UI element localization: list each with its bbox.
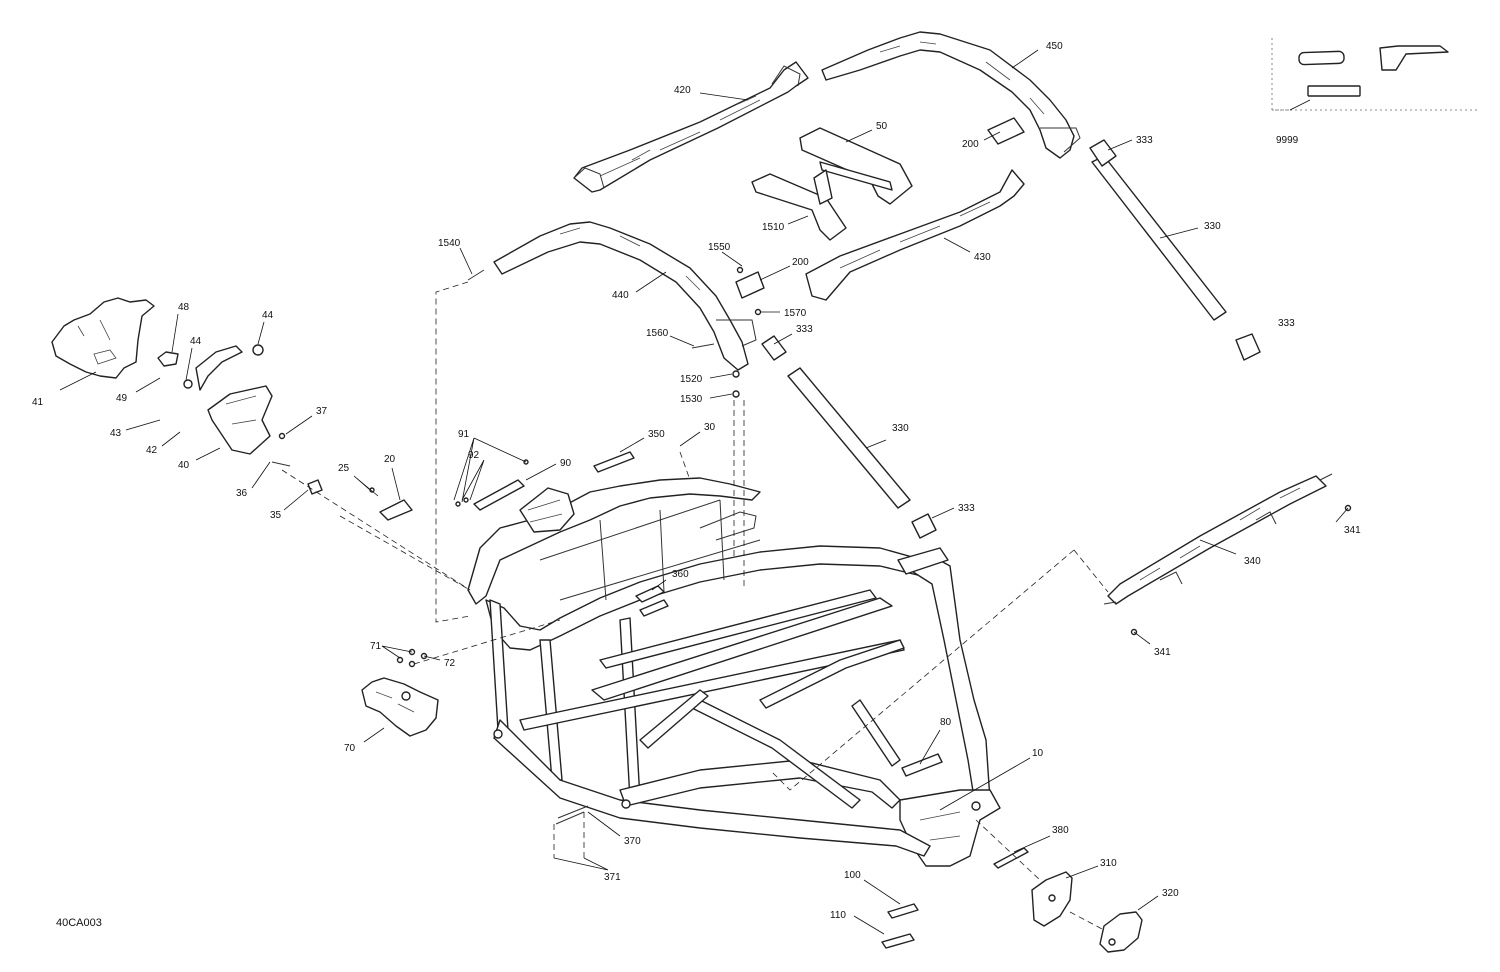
callout-341: 341 (1344, 525, 1361, 536)
callout-37: 37 (316, 406, 328, 417)
link-350 (593, 451, 635, 473)
callout-200: 200 (962, 139, 979, 150)
roll-bar-450 (821, 31, 1081, 159)
callout-430: 430 (974, 252, 991, 263)
callout-70: 70 (344, 743, 356, 754)
leader-lines (59, 49, 1349, 935)
clips-100-110 (881, 903, 919, 949)
roll-bar-440 (493, 221, 757, 371)
callout-71: 71 (370, 641, 382, 652)
bushing-200-upper (987, 117, 1025, 145)
bracket-320 (1099, 911, 1143, 953)
callout-371: 371 (604, 872, 621, 883)
callout-450: 450 (1046, 41, 1063, 52)
bracket-90 (455, 459, 529, 511)
callout-110: 110 (830, 910, 846, 921)
bracket-40-assembly (157, 344, 323, 495)
callout-1510: 1510 (762, 222, 785, 233)
bracket-310 (1031, 871, 1073, 927)
callout-1540: 1540 (438, 238, 461, 249)
callout-80: 80 (940, 717, 952, 728)
callout-380: 380 (1052, 825, 1069, 836)
callout-9999: 9999 (1276, 135, 1299, 146)
callout-350: 350 (648, 429, 665, 440)
callout-100: 100 (844, 870, 861, 881)
callout-200: 200 (792, 257, 809, 268)
callout-30: 30 (704, 422, 716, 433)
cross-brace-50 (751, 127, 913, 241)
cross-bar-430 (805, 169, 1025, 301)
bushing-200-lower (735, 271, 765, 299)
callout-91: 91 (458, 429, 470, 440)
callout-333: 333 (1136, 135, 1153, 146)
callout-49: 49 (116, 393, 128, 404)
callout-42: 42 (146, 445, 158, 456)
assembly-lines (281, 281, 1109, 931)
callout-50: 50 (876, 121, 888, 132)
callout-1520: 1520 (680, 374, 703, 385)
callout-1530: 1530 (680, 394, 703, 405)
callout-333: 333 (796, 324, 813, 335)
bracket-70 (361, 648, 439, 737)
callout-44: 44 (262, 310, 274, 321)
callout-330: 330 (892, 423, 909, 434)
callout-320: 320 (1162, 888, 1179, 899)
callout-48: 48 (178, 302, 190, 313)
callout-440: 440 (612, 290, 629, 301)
callout-341: 341 (1154, 647, 1171, 658)
callout-340: 340 (1244, 556, 1261, 567)
kit-9999-decals (1271, 38, 1478, 111)
callout-36: 36 (236, 488, 248, 499)
callout-310: 310 (1100, 858, 1117, 869)
callout-90: 90 (560, 458, 572, 469)
callout-labels: 420 450 50 200 333 9999 1510 430 330 154… (32, 41, 1361, 921)
callout-41: 41 (32, 397, 44, 408)
cross-bar-420 (573, 61, 809, 193)
callout-44: 44 (190, 336, 202, 347)
callout-420: 420 (674, 85, 691, 96)
callout-72: 72 (444, 658, 456, 669)
callout-1570: 1570 (784, 308, 807, 319)
main-frame-10 (467, 477, 1001, 867)
callout-10: 10 (1032, 748, 1044, 759)
callout-20: 20 (384, 454, 396, 465)
callout-360: 360 (672, 569, 689, 580)
callout-333: 333 (1278, 318, 1295, 329)
callout-43: 43 (110, 428, 122, 439)
pins-370-371 (555, 805, 589, 825)
skid-plate-41 (51, 297, 155, 379)
side-rail-340 (1103, 473, 1352, 636)
callout-330: 330 (1204, 221, 1221, 232)
drawing-code: 40CA003 (56, 917, 102, 929)
callout-333: 333 (958, 503, 975, 514)
tube-330-lower (761, 335, 937, 539)
callout-35: 35 (270, 510, 282, 521)
fasteners-roll-bar (467, 266, 762, 398)
tube-330-upper (1089, 139, 1261, 361)
bracket-20 (369, 487, 413, 521)
callout-92: 92 (468, 450, 480, 461)
callout-1550: 1550 (708, 242, 731, 253)
callout-370: 370 (624, 836, 641, 847)
callout-25: 25 (338, 463, 350, 474)
callout-40: 40 (178, 460, 190, 471)
rod-380 (993, 847, 1029, 869)
callout-1560: 1560 (646, 328, 669, 339)
